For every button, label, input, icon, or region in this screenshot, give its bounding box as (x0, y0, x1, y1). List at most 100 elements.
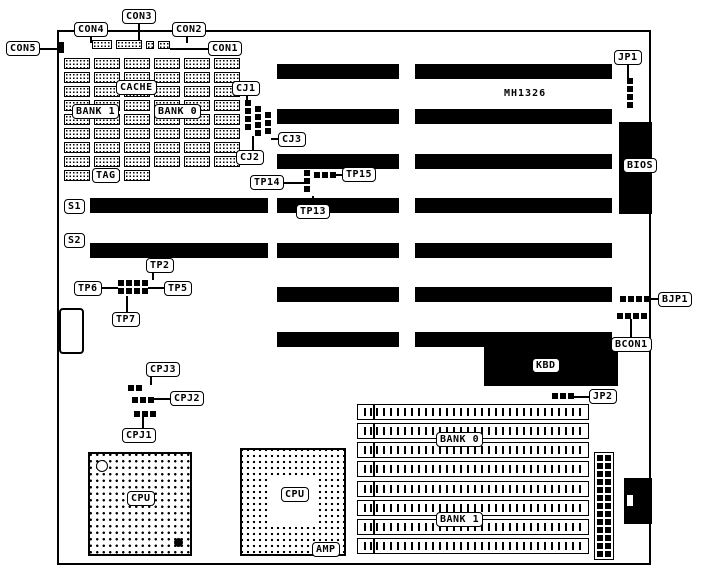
header-connector (92, 40, 112, 49)
tp14-pins (304, 170, 310, 192)
cache-chip (94, 58, 120, 69)
leader-line (271, 138, 278, 140)
pin (255, 114, 261, 120)
label-bios: BIOS (623, 158, 658, 173)
cache-chip (184, 142, 210, 153)
expansion-slot (277, 109, 399, 124)
pin (605, 551, 611, 557)
label-con3: CON3 (122, 9, 157, 24)
pin (644, 296, 650, 302)
cache-chip (124, 142, 150, 153)
cache-chip (94, 156, 120, 167)
cache-chip (64, 142, 90, 153)
pin (150, 411, 156, 417)
pin (597, 543, 603, 549)
simm-key (360, 427, 372, 435)
simm-socket (357, 461, 589, 477)
pin (304, 186, 310, 192)
cj1-pins (245, 100, 251, 130)
label-bcon1: BCON1 (611, 337, 652, 352)
pin (605, 503, 611, 509)
jp2-pins (552, 393, 574, 399)
pin (314, 172, 320, 178)
pin (118, 280, 124, 286)
pin (605, 511, 611, 517)
pin (605, 479, 611, 485)
label-con1: CON1 (208, 41, 243, 56)
expansion-slot (415, 332, 612, 347)
pin (605, 487, 611, 493)
label-tp5: TP5 (164, 281, 192, 296)
pin (597, 487, 603, 493)
label-cj2: CJ2 (236, 150, 264, 165)
label-cpj3: CPJ3 (146, 362, 181, 377)
leader-line (246, 96, 248, 101)
tp15-pins (314, 172, 336, 178)
cpj1-pins (134, 411, 156, 417)
expansion-slot (415, 198, 612, 213)
cache-chip (214, 72, 240, 83)
expansion-slot (277, 243, 399, 258)
label-s2: S2 (64, 233, 86, 248)
cache-chip (64, 72, 90, 83)
simm-contacts (376, 446, 586, 454)
pin (625, 313, 631, 319)
leader-line (90, 37, 92, 43)
keyboard-din-connector (624, 478, 652, 524)
pin (134, 411, 140, 417)
simm-contacts (376, 427, 586, 435)
header-connector (146, 41, 154, 49)
leader-line (336, 174, 342, 176)
pin (140, 397, 146, 403)
label-s1: S1 (64, 199, 86, 214)
pin (134, 288, 140, 294)
leader-line (650, 298, 658, 300)
cache-chip (64, 58, 90, 69)
pin (605, 519, 611, 525)
pin (597, 455, 603, 461)
cache-chip (64, 128, 90, 139)
expansion-slot (277, 154, 399, 169)
pin (627, 78, 633, 84)
cache-chip (124, 114, 150, 125)
leader-line (150, 377, 152, 385)
label-con2: CON2 (172, 22, 207, 37)
port-connector (59, 308, 84, 354)
pin (304, 170, 310, 176)
label-tp7: TP7 (112, 312, 140, 327)
label-jp2: JP2 (589, 389, 617, 404)
expansion-slot (415, 287, 612, 302)
label-cpu-main: CPU (127, 491, 155, 506)
pin (597, 535, 603, 541)
pin (605, 527, 611, 533)
cj3-pins (265, 112, 271, 134)
header-connector (116, 40, 142, 49)
label-tp2: TP2 (146, 258, 174, 273)
label-bjp1: BJP1 (658, 292, 693, 307)
pin1-marker-icon (96, 460, 108, 472)
socket-center (269, 477, 317, 527)
board-model: MH1326 (504, 88, 547, 99)
cache-chip (94, 128, 120, 139)
cache-chip (184, 86, 210, 97)
leader-line (627, 65, 629, 78)
pin (136, 385, 142, 391)
pin (142, 280, 148, 286)
leader-line (186, 37, 188, 43)
label-bank1-cache: BANK 1 (72, 104, 120, 119)
bcon1-pins (617, 313, 647, 319)
label-tp6: TP6 (74, 281, 102, 296)
cache-chip (214, 100, 240, 111)
pin (560, 393, 566, 399)
pin (597, 551, 603, 557)
pin (142, 288, 148, 294)
leader-line (100, 287, 118, 289)
pin (118, 288, 124, 294)
label-cpj1: CPJ1 (122, 428, 157, 443)
leader-line (574, 396, 589, 398)
cache-chip (154, 86, 180, 97)
pin (255, 130, 261, 136)
pin (132, 397, 138, 403)
cache-chip (154, 142, 180, 153)
